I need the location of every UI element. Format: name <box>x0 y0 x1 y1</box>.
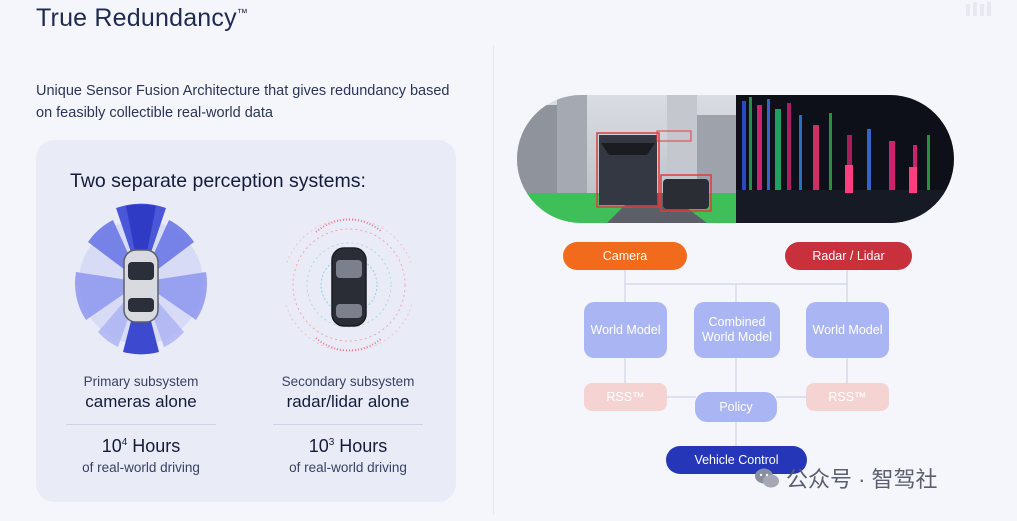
page-title: True Redundancy™ <box>36 4 249 32</box>
flow-connectors <box>624 270 848 446</box>
primary-subsystem-name: cameras alone <box>85 392 197 411</box>
combined-world-model-node: Combined World Model <box>694 302 780 358</box>
trademark-mark: ™ <box>236 7 249 20</box>
rss-right-node: RSS™ <box>806 383 889 411</box>
primary-subsystem-label: Primary subsystem <box>83 374 199 389</box>
policy-node: Policy <box>695 392 777 422</box>
secondary-hours-caption: of real-world driving <box>289 460 407 475</box>
brand-logo-icon <box>966 2 991 16</box>
perception-heading: Two separate perception systems: <box>70 170 366 192</box>
rss-left-node: RSS™ <box>584 383 667 411</box>
primary-hours-caption: of real-world driving <box>82 460 200 475</box>
primary-hours: 104 Hours <box>101 436 181 456</box>
sensor-scene-image <box>517 95 954 223</box>
world-model-right-node: World Model <box>806 302 889 358</box>
subtitle: Unique Sensor Fusion Architecture that g… <box>36 83 450 121</box>
radar-coverage-car-icon <box>286 218 412 352</box>
wechat-icon <box>755 468 779 488</box>
secondary-subsystem-name: radar/lidar alone <box>286 392 410 411</box>
vehicle-control-node: Vehicle Control <box>666 446 807 474</box>
primary-divider <box>66 424 216 425</box>
column-divider <box>493 45 494 515</box>
secondary-hours: 103 Hours <box>308 436 388 456</box>
camera-coverage-car-icon <box>74 203 208 355</box>
secondary-subsystem-label: Secondary subsystem <box>281 374 415 389</box>
watermark: 公众号 · 智驾社 <box>754 462 938 494</box>
secondary-divider <box>273 424 423 425</box>
radar-lidar-node: Radar / Lidar <box>785 242 912 270</box>
camera-node: Camera <box>563 242 687 270</box>
world-model-left-node: World Model <box>584 302 667 358</box>
